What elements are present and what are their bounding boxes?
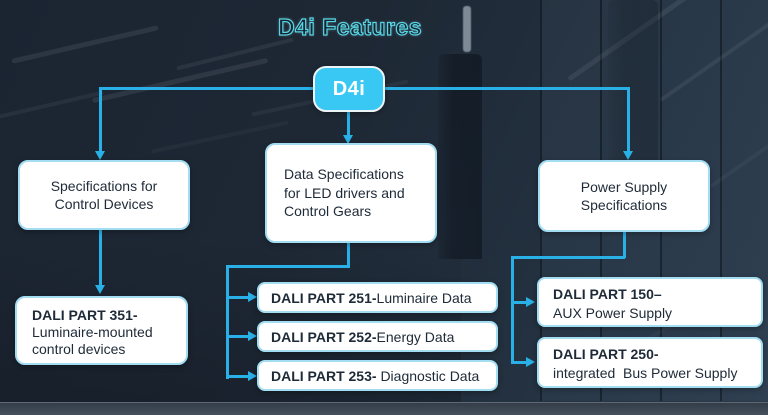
leaf-part-label: DALI PART 250- — [553, 346, 659, 362]
leaf-desc-label: Energy Data — [376, 328, 455, 345]
connector-branch-150 — [511, 301, 529, 304]
leaf-dali-250: DALI PART 250- integrated Bus Power Supp… — [537, 337, 763, 388]
page-title: D4i Features — [277, 13, 423, 40]
ceiling-light-streak — [11, 25, 159, 64]
connector-branch-253 — [226, 375, 250, 378]
leaf-part-label: DALI PART 150– — [553, 286, 662, 302]
ceiling-light-fixture — [463, 6, 471, 52]
connector-branch-250 — [511, 361, 529, 364]
root-node-d4i: D4i — [313, 66, 385, 112]
node-label-line: Power Supply — [580, 178, 668, 195]
root-node-label: D4i — [332, 77, 366, 100]
node-label-line: Control Gears — [284, 203, 372, 220]
node-label-line: Specifications — [580, 197, 668, 213]
node-data-specifications: Data Specifications for LED drivers and … — [265, 143, 437, 243]
node-power-supply: Power Supply Specifications — [538, 160, 710, 232]
connector-middle-tree-top — [226, 265, 350, 268]
leaf-desc-label: Luminaire-mounted control devices — [32, 324, 157, 358]
connector-middle-drop — [347, 112, 350, 136]
leaf-dali-252: DALI PART 252-Energy Data — [257, 321, 498, 352]
leaf-part-label: DALI PART 351- — [32, 307, 138, 323]
connector-left-drop — [99, 87, 102, 152]
connector-left-to-leaf — [99, 230, 102, 286]
node-label-line: for LED drivers and — [284, 184, 405, 201]
ceiling-light-streak — [91, 57, 269, 104]
arrowhead-right-icon — [248, 371, 257, 381]
floor-strip — [0, 402, 768, 415]
connector-right-tree-spine — [511, 256, 514, 363]
ceiling-light-streak — [176, 37, 294, 71]
window-reflection-streak — [567, 0, 693, 82]
leaf-desc-label: AUX Power Supply — [553, 304, 673, 321]
interior-column — [438, 54, 482, 259]
arrowhead-down-icon — [623, 151, 633, 160]
arrowhead-right-icon — [248, 331, 257, 341]
leaf-part-label: DALI PART 251- — [271, 289, 377, 306]
connector-middle-tree-spine — [226, 265, 229, 379]
node-label-line: Specifications for — [50, 177, 158, 194]
leaf-dali-150: DALI PART 150– AUX Power Supply — [537, 277, 763, 327]
arrowhead-right-icon — [526, 357, 535, 367]
leaf-dali-251: DALI PART 251-Luminaire Data — [257, 282, 498, 313]
connector-root-to-right — [384, 87, 629, 90]
arrowhead-right-icon — [526, 297, 535, 307]
arrowhead-right-icon — [248, 292, 257, 302]
connector-root-to-left — [99, 87, 314, 90]
leaf-part-label: DALI PART 252- — [271, 328, 377, 345]
connector-branch-251 — [226, 296, 250, 299]
leaf-dali-253: DALI PART 253- Diagnostic Data — [257, 360, 498, 391]
window-reflection-streak — [709, 115, 768, 189]
node-control-devices: Specifications for Control Devices — [18, 160, 190, 230]
arrowhead-down-icon — [95, 285, 105, 294]
connector-right-tree-drop — [623, 232, 626, 258]
ceiling-light-streak — [0, 90, 104, 122]
leaf-desc-label: integrated Bus Power Supply — [553, 364, 738, 381]
leaf-part-label: DALI PART 253- — [271, 367, 377, 384]
arrowhead-down-icon — [95, 151, 105, 160]
node-label-line: Control Devices — [54, 196, 154, 212]
leaf-dali-351: DALI PART 351- Luminaire-mounted control… — [15, 296, 188, 365]
connector-middle-tree-drop — [347, 243, 350, 267]
window-reflection-streak — [659, 18, 768, 102]
arrowhead-down-icon — [343, 135, 353, 144]
connector-branch-252 — [226, 335, 250, 338]
node-label-line: Data Specifications — [284, 166, 404, 183]
leaf-desc-label: Luminaire Data — [376, 289, 472, 306]
leaf-desc-label: Diagnostic Data — [376, 367, 480, 384]
connector-right-drop — [627, 87, 630, 152]
connector-right-tree-top — [511, 256, 625, 259]
